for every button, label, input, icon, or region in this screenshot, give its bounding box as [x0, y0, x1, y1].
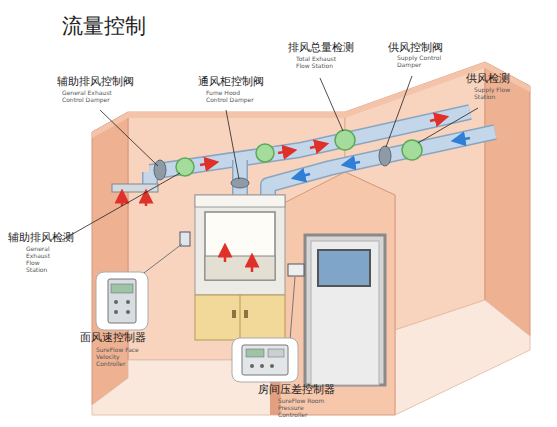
- supply-duct-outline: [268, 132, 495, 212]
- callout-subtitle: Total Exhaust Flow Station: [296, 56, 342, 70]
- leader-line: [418, 108, 478, 143]
- exhaust-arrow: [430, 118, 442, 121]
- controller-button: [126, 310, 130, 314]
- cabinet-seam: [240, 295, 241, 340]
- cabinet-handle: [232, 310, 236, 318]
- flow-station: [402, 140, 422, 160]
- door-frame: [305, 235, 385, 385]
- controller-button: [114, 310, 118, 314]
- exhaust-arrow: [200, 163, 212, 165]
- leader-line: [226, 110, 239, 179]
- hood-top: [195, 195, 285, 207]
- exhaust-grille: [112, 184, 158, 192]
- callout-label: 供风检测: [466, 73, 510, 86]
- hood-work-surface: [205, 256, 275, 280]
- flow-station: [335, 130, 355, 150]
- inset-frame: [232, 338, 298, 382]
- control-damper: [231, 178, 249, 188]
- supply-arrow: [458, 138, 470, 140]
- callout-label: 通风柜控制阀: [198, 76, 264, 89]
- control-damper: [379, 146, 391, 166]
- supply-arrow: [348, 162, 360, 164]
- flow-station: [256, 144, 274, 162]
- door-window: [318, 250, 370, 286]
- controller-device: [242, 345, 288, 375]
- controller-screen: [111, 284, 133, 293]
- callout-subtitle: Fume Hood Control Damper: [206, 90, 254, 104]
- leader-line: [62, 173, 180, 240]
- callout-label: 房间压差控制器: [258, 384, 335, 397]
- leader-line: [320, 78, 343, 131]
- inset-frame: [96, 272, 148, 330]
- hood-duct-outline: [232, 160, 248, 196]
- supply-arrow: [298, 174, 310, 177]
- leader-line: [386, 76, 412, 147]
- callout-label: 排风总量检测: [288, 42, 354, 55]
- inset-pointer: [140, 244, 182, 276]
- controller-button: [260, 364, 264, 368]
- controller-button: [114, 300, 118, 304]
- exhaust-arrow: [310, 145, 322, 148]
- exhaust-arrow: [145, 196, 148, 206]
- callout-subtitle: General Exhaust Control Damper: [62, 90, 112, 104]
- controller-device: [108, 279, 136, 323]
- callout-subtitle: Supply Control Damper: [397, 55, 445, 69]
- controller-screen: [246, 349, 264, 357]
- base-cabinet: [195, 295, 285, 340]
- door: [311, 241, 379, 385]
- callout-label: 辅助排风检测: [8, 232, 74, 245]
- controller-button: [250, 364, 254, 368]
- inset-pointer: [290, 277, 295, 340]
- control-damper: [154, 160, 166, 180]
- wall-top: [92, 62, 530, 138]
- cabinet-handle: [244, 310, 248, 318]
- floor: [395, 300, 530, 415]
- exhaust-arrow: [251, 260, 254, 272]
- partition-wall: [280, 172, 395, 415]
- side-wall: [485, 62, 530, 336]
- callout-subtitle: Supply Flow Station: [474, 87, 514, 101]
- controller-button: [126, 300, 130, 304]
- callout-subtitle: General Exhaust Flow Station: [26, 246, 62, 274]
- exhaust-arrow: [224, 250, 227, 262]
- exhaust-arrow: [278, 151, 290, 153]
- controller-button: [270, 364, 274, 368]
- room-pressure-controller: [288, 264, 304, 276]
- hood-sash: [205, 212, 275, 280]
- diagram-title: 流量控制: [62, 12, 146, 40]
- exhaust-arrow: [121, 196, 124, 206]
- callout-label: 辅助排风控制阀: [57, 76, 134, 89]
- callout-label: 面风速控制器: [80, 332, 146, 345]
- supply-duct: [268, 132, 495, 212]
- controller-panel: [268, 349, 284, 357]
- leader-line: [100, 110, 158, 166]
- callout-label: 供风控制阀: [388, 42, 443, 55]
- callout-subtitle: SureFlow Room Pressure Controller: [278, 398, 328, 419]
- callout-subtitle: SureFlow Face Velocity Controller: [96, 347, 142, 368]
- fume-hood: [195, 195, 285, 295]
